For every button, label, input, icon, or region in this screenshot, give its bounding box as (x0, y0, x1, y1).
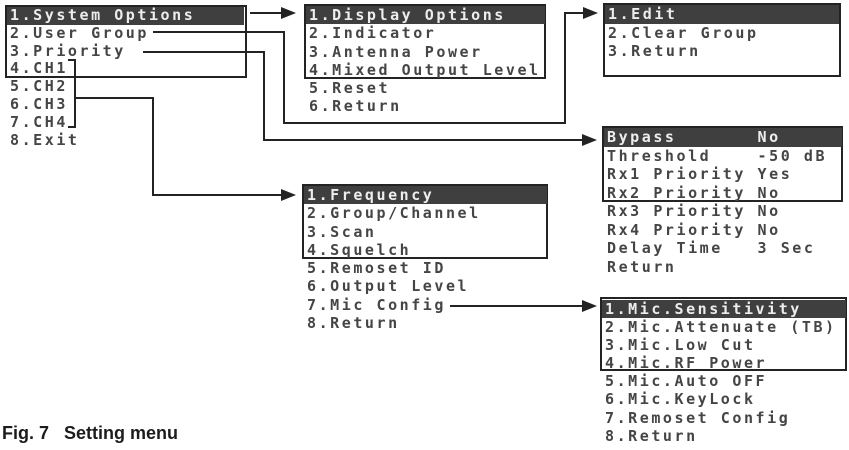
menu-item: 8.Exit (10, 130, 80, 149)
menu-item: Rx3 Priority No (607, 202, 781, 220)
menu-item: 7.Mic Config (307, 295, 446, 314)
mic-menu-frame (600, 297, 847, 371)
connector-priority-panel-segment-3 (263, 139, 583, 141)
connector-usergroup-edit-segment-5 (564, 12, 584, 14)
connector-channels-segment-2 (152, 97, 154, 196)
menu-item: 3.Return (608, 42, 701, 61)
menu-item: 5.Remoset ID (307, 259, 446, 278)
connector-priority-panel-arrowhead-icon (582, 134, 597, 146)
connector-channels-segment-3 (152, 194, 282, 196)
connector-micconfig-mic-line (450, 305, 583, 307)
menu-item: 3.Antenna Power (309, 42, 483, 61)
menu-item: 4.Mixed Output Level (309, 60, 541, 79)
connector-usergroup-edit-segment-1 (153, 31, 284, 33)
menu-item: 7.CH4 (10, 112, 68, 131)
menu-item: 8.Return (307, 314, 400, 333)
connector-usergroup-edit-arrowhead-icon (583, 7, 598, 19)
connector-system-display-line (250, 12, 281, 14)
channel-bracket-vertical (74, 59, 76, 128)
connector-channels-arrowhead-icon (281, 189, 296, 201)
connector-usergroup-edit-segment-2 (283, 31, 285, 124)
menu-item: Return (607, 257, 677, 276)
menu-item: 4.Squelch (307, 240, 412, 259)
menu-item: 1.Frequency (304, 186, 547, 205)
menu-item: 6.Mic.KeyLock (605, 390, 756, 409)
connector-system-display-arrowhead-icon (281, 7, 296, 19)
menu-item: 3.Priority (10, 41, 126, 60)
display-menu-frame (304, 4, 546, 79)
menu-item: Rx4 Priority No (607, 220, 781, 239)
connector-micconfig-mic-arrowhead-icon (582, 300, 597, 312)
menu-item: 1.Display Options (306, 6, 545, 25)
menu-item: 4.CH1 (10, 59, 68, 78)
menu-item: 8.Return (605, 426, 698, 445)
connector-usergroup-edit-segment-4 (564, 12, 566, 124)
connector-priority-panel-segment-1 (143, 51, 265, 53)
menu-item: Rx1 Priority Yes (607, 165, 793, 183)
menu-item: 2.User Group (10, 23, 149, 42)
edit-menu-frame (603, 3, 841, 77)
menu-item: 2.Group/Channel (307, 204, 481, 223)
channel-menu-frame (302, 184, 548, 259)
menu-item: 4.Mic.RF Power (605, 354, 768, 373)
system-menu-frame (5, 5, 247, 78)
menu-item: 6.CH3 (10, 94, 68, 113)
menu-item: 6.Output Level (307, 277, 470, 296)
channel-bracket-bottom-tick (68, 126, 76, 128)
connector-usergroup-edit-segment-3 (283, 122, 566, 124)
connector-channels-segment-1 (74, 97, 154, 99)
figure-caption: Fig. 7 Setting menu (2, 423, 179, 443)
menu-item: 1.Edit (605, 5, 839, 24)
menu-item: 1.System Options (7, 6, 244, 25)
channel-bracket-top-tick (68, 59, 76, 61)
priority-menu-frame (602, 126, 843, 202)
menu-item: Delay Time 3 Sec (607, 239, 816, 257)
menu-item: 2.Clear Group (608, 23, 759, 42)
menu-item: 2.Mic.Attenuate (TB) (605, 318, 837, 337)
menu-item: 3.Scan (307, 222, 377, 241)
menu-item: 3.Mic.Low Cut (605, 336, 756, 355)
menu-item: 7.Remoset Config (605, 408, 791, 427)
menu-item: Bypass No (604, 128, 842, 147)
connector-priority-panel-segment-2 (263, 51, 265, 141)
menu-item: 5.Mic.Auto OFF (605, 372, 768, 391)
menu-item: 5.Reset (309, 79, 391, 98)
menu-item: 5.CH2 (10, 77, 68, 96)
menu-item: 1.Mic.Sensitivity (602, 300, 846, 319)
menu-item: 2.Indicator (309, 24, 437, 43)
menu-item: Threshold -50 dB (607, 146, 828, 165)
menu-item: Rx2 Priority No (607, 183, 781, 202)
menu-item: 6.Return (309, 97, 402, 116)
